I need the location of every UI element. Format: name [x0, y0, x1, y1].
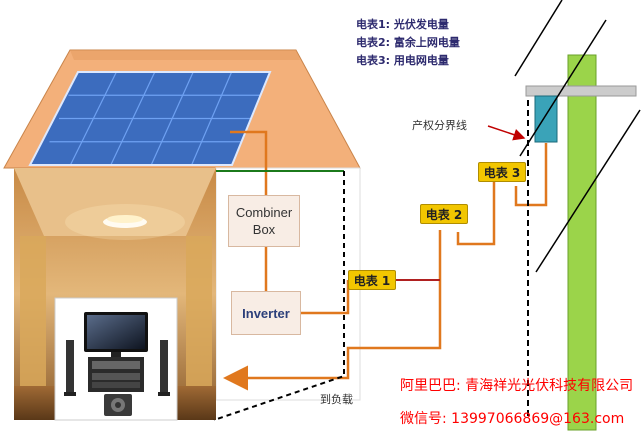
wire-to-load [223, 230, 442, 391]
inverter-box: Inverter [231, 291, 301, 335]
legend-meter3: 电表3: 用电网电量 [356, 54, 449, 67]
roof-ridge [70, 50, 300, 60]
solar-panel-array [28, 71, 272, 166]
watermark-company: 阿里巴巴: 青海祥光光伏科技有限公司 [400, 378, 634, 394]
wire-panel-to-combiner [230, 130, 268, 195]
wire-meter3-to-grid-meter [514, 143, 548, 207]
property-boundary-label: 产权分界线 [412, 119, 467, 132]
watermark-contact: 微信号: 13997066869@163.com [400, 411, 625, 427]
wire-meter2-to-meter3 [456, 178, 496, 246]
utility-pole [514, 0, 641, 431]
wire-inverter-to-meter1 [301, 280, 350, 315]
legend-meter2: 电表2: 富余上网电量 [356, 36, 460, 49]
meter-2: 电表 2 [420, 204, 468, 224]
meter-3: 电表 3 [478, 162, 526, 182]
meter-1: 电表 1 [348, 270, 396, 290]
home-theater-icon [64, 312, 170, 416]
to-load-label: 到负载 [320, 393, 353, 406]
legend-meter1: 电表1: 光伏发电量 [356, 18, 449, 31]
combiner-box: Combiner Box [228, 195, 300, 247]
wiring [223, 130, 548, 391]
boundary-pointer-arrow [487, 125, 526, 141]
